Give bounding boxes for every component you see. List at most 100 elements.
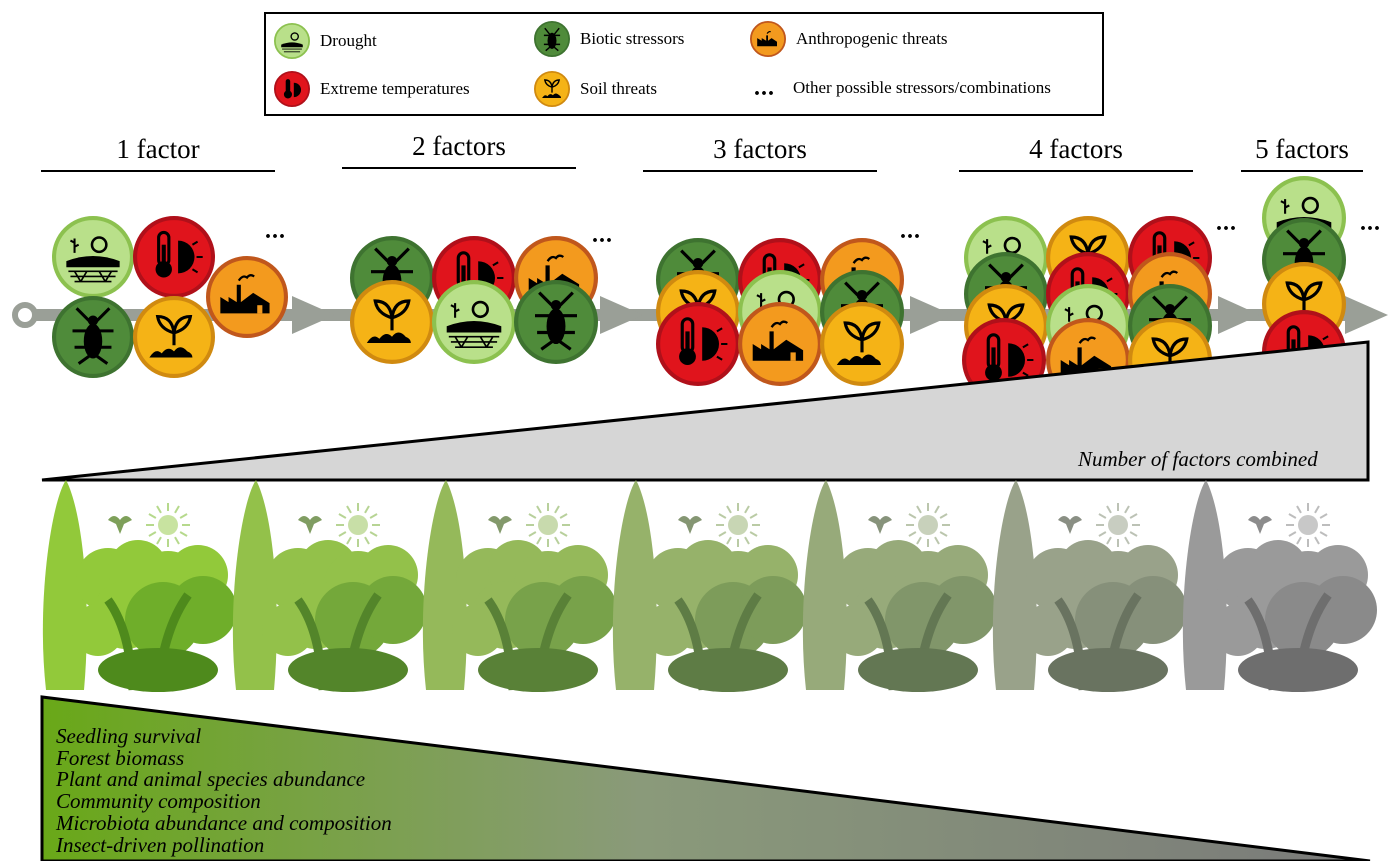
effect-item: Plant and animal species abundance xyxy=(56,769,392,791)
sun-ray xyxy=(1107,506,1111,513)
sun-ray xyxy=(917,537,921,544)
bird-icon xyxy=(1248,516,1272,534)
sun-ray xyxy=(1099,514,1106,518)
sun-icon xyxy=(1298,515,1318,535)
bird-icon xyxy=(678,516,702,534)
bird-icon xyxy=(1058,516,1082,534)
forest-scene xyxy=(613,480,807,692)
sun-ray xyxy=(719,532,726,536)
sun-ray xyxy=(365,506,369,513)
effect-item: Community composition xyxy=(56,791,392,813)
ground-bush xyxy=(668,648,788,692)
sun-ray xyxy=(529,532,536,536)
sun-ray xyxy=(727,506,731,513)
ellipsis-group-4: ... xyxy=(1216,210,1237,237)
effect-item: Microbiota abundance and composition xyxy=(56,813,392,835)
sun-ray xyxy=(149,514,156,518)
sun-ray xyxy=(1320,532,1327,536)
sun-ray xyxy=(157,537,161,544)
sun-ray xyxy=(555,537,559,544)
sun-ray xyxy=(537,537,541,544)
sun-ray xyxy=(940,532,947,536)
effect-item: Insect-driven pollination xyxy=(56,835,392,857)
sun-ray xyxy=(560,532,567,536)
forest-scene xyxy=(803,480,997,692)
group-3-icons xyxy=(658,240,902,384)
forest-scene xyxy=(423,480,617,692)
ellipsis-group-2: ... xyxy=(592,222,613,249)
sun-ray xyxy=(750,532,757,536)
sun-ray xyxy=(1289,532,1296,536)
sun-ray xyxy=(1130,532,1137,536)
bird-icon xyxy=(108,516,132,534)
sun-ray xyxy=(180,532,187,536)
sun-ray xyxy=(180,514,187,518)
sun-icon xyxy=(538,515,558,535)
sun-ray xyxy=(175,537,179,544)
sun-ray xyxy=(935,537,939,544)
group-2-icons xyxy=(352,238,596,362)
sun-ray xyxy=(935,506,939,513)
sun-ray xyxy=(745,537,749,544)
bird-icon xyxy=(298,516,322,534)
sun-ray xyxy=(1130,514,1137,518)
sun-ray xyxy=(1320,514,1327,518)
sun-ray xyxy=(347,537,351,544)
sun-ray xyxy=(909,532,916,536)
sun-ray xyxy=(1297,506,1301,513)
sun-icon xyxy=(728,515,748,535)
effects-list: Seedling survival Forest biomass Plant a… xyxy=(56,726,392,856)
bird-icon xyxy=(488,516,512,534)
effect-item: Forest biomass xyxy=(56,748,392,770)
sun-icon xyxy=(918,515,938,535)
ground-bush xyxy=(1048,648,1168,692)
sun-ray xyxy=(1099,532,1106,536)
forest-scene xyxy=(993,480,1187,692)
sun-ray xyxy=(1315,506,1319,513)
ground-bush xyxy=(1238,648,1358,692)
sun-ray xyxy=(750,514,757,518)
sun-ray xyxy=(370,514,377,518)
ellipsis-group-1: ... xyxy=(265,218,286,245)
forest-scene xyxy=(43,480,237,692)
sun-ray xyxy=(175,506,179,513)
ground-bush xyxy=(478,648,598,692)
ground-bush xyxy=(858,648,978,692)
sun-ray xyxy=(339,514,346,518)
sun-ray xyxy=(1315,537,1319,544)
sun-ray xyxy=(555,506,559,513)
sun-ray xyxy=(909,514,916,518)
sun-ray xyxy=(1289,514,1296,518)
sun-ray xyxy=(339,532,346,536)
sun-ray xyxy=(1125,506,1129,513)
ground-bush xyxy=(288,648,408,692)
sun-ray xyxy=(1125,537,1129,544)
forest-panels xyxy=(43,480,1377,692)
sun-ray xyxy=(1107,537,1111,544)
sun-ray xyxy=(370,532,377,536)
sun-ray xyxy=(1297,537,1301,544)
sun-ray xyxy=(529,514,536,518)
sun-icon xyxy=(158,515,178,535)
sun-icon xyxy=(1108,515,1128,535)
sun-ray xyxy=(917,506,921,513)
sun-ray xyxy=(365,537,369,544)
effect-item: Seedling survival xyxy=(56,726,392,748)
group-1-icons xyxy=(54,218,286,376)
sun-ray xyxy=(560,514,567,518)
sun-icon xyxy=(348,515,368,535)
sun-ray xyxy=(347,506,351,513)
sun-ray xyxy=(745,506,749,513)
sun-ray xyxy=(537,506,541,513)
sun-ray xyxy=(719,514,726,518)
sun-ray xyxy=(149,532,156,536)
ellipsis-group-5: ... xyxy=(1360,210,1381,237)
sun-ray xyxy=(157,506,161,513)
factors-label: Number of factors combined xyxy=(1078,447,1318,472)
bird-icon xyxy=(868,516,892,534)
ellipsis-group-3: ... xyxy=(900,218,921,245)
ground-bush xyxy=(98,648,218,692)
sun-ray xyxy=(727,537,731,544)
forest-scene xyxy=(233,480,427,692)
sun-ray xyxy=(940,514,947,518)
